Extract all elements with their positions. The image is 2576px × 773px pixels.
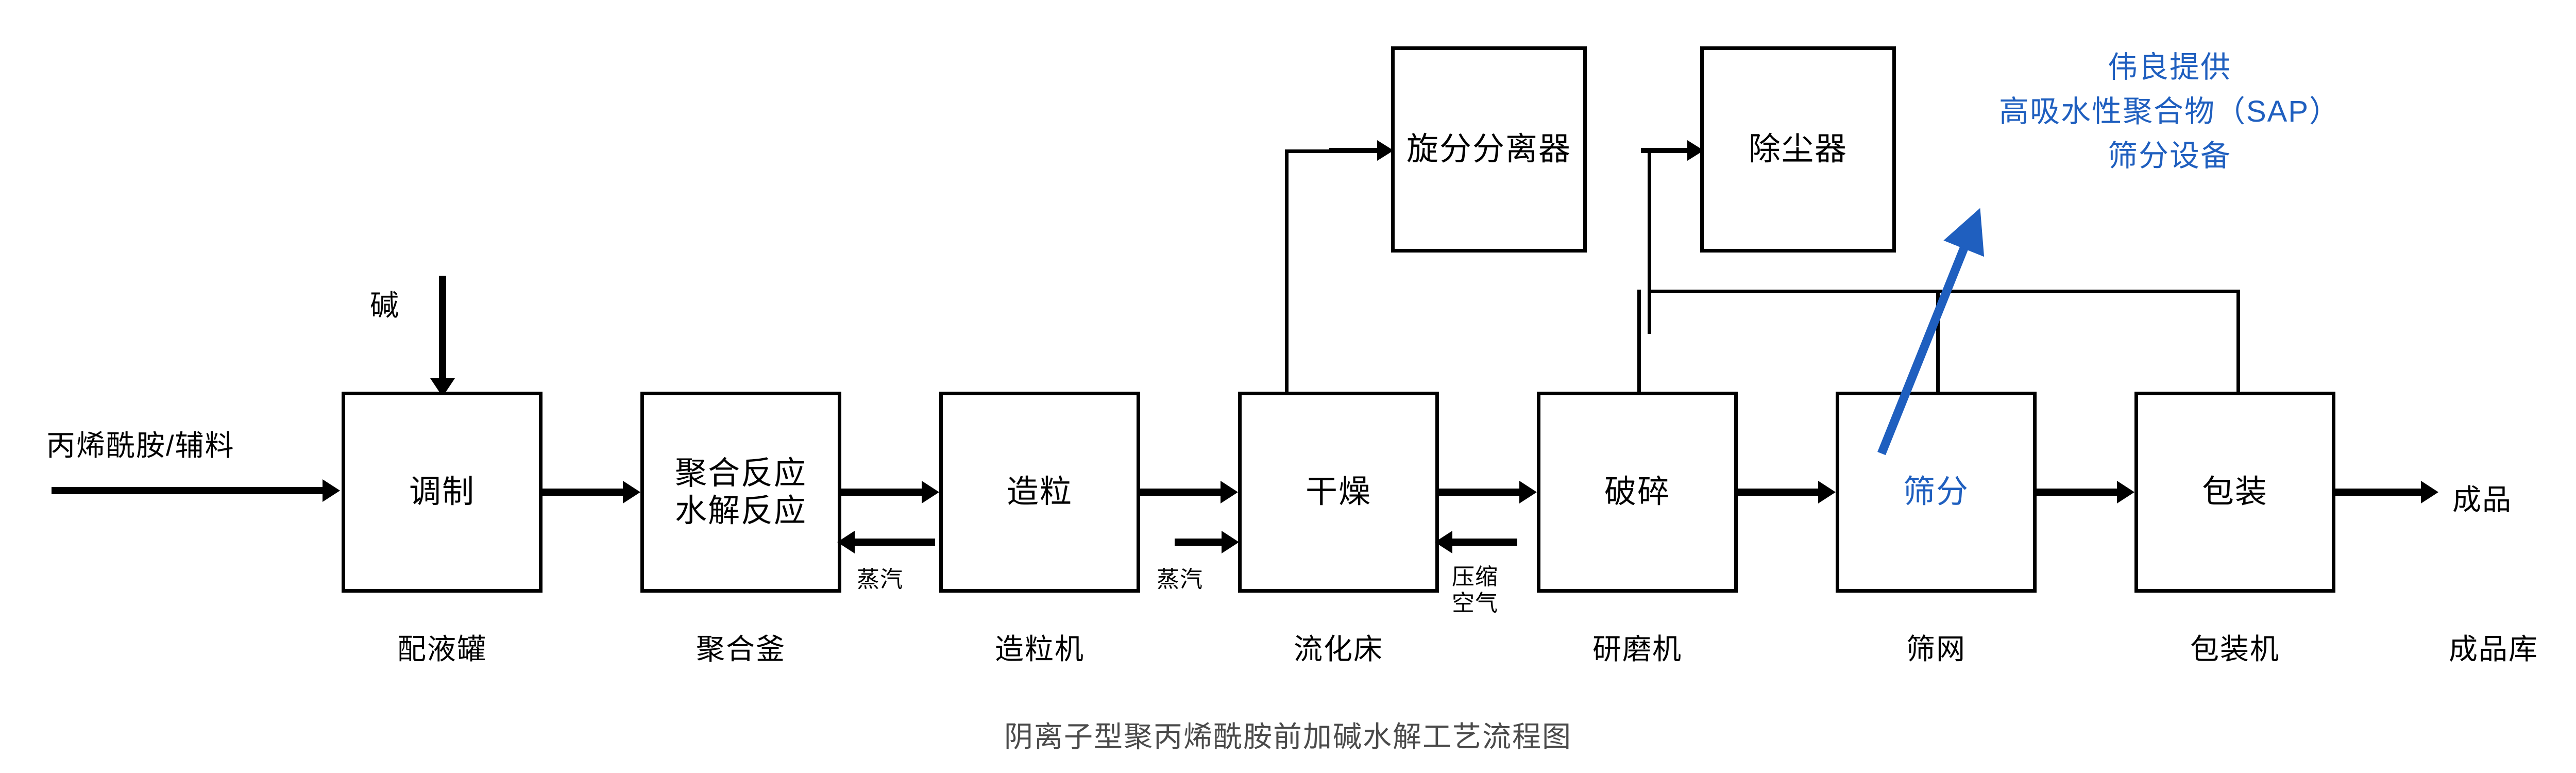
- aux-box-cyclone-separator[interactable]: 旋分分离器: [1391, 46, 1587, 253]
- arrow-head: [1221, 481, 1238, 503]
- arrow-shaft: [439, 276, 446, 379]
- equipment-label-zaoliji: 造粒机: [995, 633, 1084, 665]
- arrow-shaft: [2037, 489, 2118, 496]
- flow-arrow-2to3: [841, 481, 939, 503]
- alkali-arrow: [430, 276, 455, 397]
- arrow-head: [1687, 140, 1704, 161]
- compressed-air-label: 压缩 空气: [1452, 564, 1498, 616]
- arrow-shaft: [2335, 489, 2422, 496]
- pipe-drop-to-screen: [1936, 290, 1940, 393]
- arrow-head: [1377, 140, 1394, 161]
- arrow-shaft: [52, 487, 324, 494]
- flow-arrow-5to6: [1738, 481, 1836, 503]
- pipe-drop-to-packer: [2236, 290, 2240, 393]
- alkali-label: 碱: [370, 289, 400, 322]
- steam-label-dryer: 蒸汽: [1157, 567, 1203, 592]
- aux-box-label: 旋分分离器: [1406, 131, 1571, 167]
- equipment-label-shaiwang: 筛网: [1906, 633, 1966, 665]
- process-box-baozhuang[interactable]: 包装: [2134, 392, 2335, 593]
- flow-arrow-3to4: [1140, 481, 1238, 503]
- diagram-caption: 阴离子型聚丙烯酰胺前加碱水解工艺流程图: [1004, 720, 1572, 753]
- flow-arrow-4to5: [1439, 481, 1537, 503]
- arrow-head: [323, 479, 340, 502]
- annotation-line-2: 高吸水性聚合物（SAP）: [1999, 94, 2341, 128]
- steam-arrow-dryer: [1175, 531, 1239, 553]
- arrow-head: [2421, 481, 2438, 503]
- arrow-shaft: [543, 489, 624, 496]
- warehouse-label: 成品库: [2449, 633, 2538, 665]
- arrow-shaft: [854, 539, 935, 546]
- equipment-label-yanmoji: 研磨机: [1592, 633, 1682, 665]
- arrow-shaft: [1329, 148, 1378, 153]
- steam-label-reactor: 蒸汽: [857, 567, 903, 592]
- arrow-shaft: [1439, 489, 1520, 496]
- pipe-dryer-to-cyclone-run: [1285, 149, 1347, 153]
- annotation-line-1: 伟良提供: [2108, 51, 2232, 84]
- process-box-label: 破碎: [1604, 474, 1670, 510]
- flow-arrow-6to7: [2037, 481, 2134, 503]
- pipe-dryer-to-cyclone-riser: [1285, 149, 1289, 394]
- process-box-label: 干燥: [1305, 474, 1371, 510]
- arrow-head: [922, 481, 939, 503]
- equipment-label-peiyeguan: 配液罐: [397, 633, 487, 665]
- equipment-label-baozhuangji: 包装机: [2190, 633, 2280, 665]
- process-box-shaifen[interactable]: 筛分: [1836, 392, 2037, 593]
- pipe-manifold-riser-to-dustcollector: [1648, 149, 1651, 334]
- pipe-arrow-into-cyclone: [1329, 140, 1394, 161]
- equipment-label-liuhuachuang: 流化床: [1294, 633, 1383, 665]
- arrow-shaft: [1175, 539, 1223, 546]
- arrow-shaft: [1451, 539, 1517, 546]
- annotation-text: 伟良提供 高吸水性聚合物（SAP） 筛分设备: [1999, 45, 2340, 178]
- annotation-line-3: 筛分设备: [2108, 139, 2232, 173]
- feed-label: 丙烯酰胺/辅料: [46, 429, 235, 462]
- arrow-head: [1818, 481, 1836, 503]
- compressed-air-arrow: [1435, 531, 1517, 553]
- process-box-ganzao[interactable]: 干燥: [1238, 392, 1439, 593]
- pipe-arrow-into-dust-collector: [1641, 140, 1704, 161]
- process-box-label: 包装: [2201, 474, 2268, 510]
- process-box-label: 造粒: [1006, 474, 1073, 510]
- feed-arrow: [52, 479, 340, 502]
- flow-arrow-product-out: [2335, 481, 2438, 503]
- process-box-label: 调制: [409, 474, 475, 510]
- process-box-label: 筛分: [1903, 474, 1969, 510]
- product-label: 成品: [2452, 483, 2512, 516]
- arrow-head: [1222, 531, 1239, 553]
- aux-box-label: 除尘器: [1748, 131, 1848, 167]
- process-box-tiaozhi[interactable]: 调制: [342, 392, 543, 593]
- arrow-head: [623, 481, 640, 503]
- arrow-head: [2117, 481, 2134, 503]
- arrow-head: [1519, 481, 1537, 503]
- pipe-manifold-header: [1648, 290, 2240, 293]
- steam-arrow-reactor: [837, 531, 935, 553]
- arrow-shaft: [1738, 489, 1819, 496]
- arrow-head: [837, 531, 855, 553]
- process-box-label-line1: 聚合反应: [674, 455, 807, 491]
- process-box-posui[interactable]: 破碎: [1537, 392, 1738, 593]
- arrow-shaft: [841, 489, 923, 496]
- pipe-drop-to-crusher: [1637, 290, 1641, 393]
- flow-arrow-1to2: [543, 481, 640, 503]
- process-box-zaoli[interactable]: 造粒: [939, 392, 1140, 593]
- process-box-label-line2: 水解反应: [674, 493, 807, 529]
- compressed-air-label-line2: 空气: [1452, 590, 1498, 616]
- compressed-air-label-line1: 压缩: [1452, 564, 1498, 590]
- process-box-juhe[interactable]: 聚合反应 水解反应: [640, 392, 841, 593]
- arrow-shaft: [1641, 148, 1688, 153]
- arrow-shaft: [1140, 489, 1222, 496]
- aux-box-dust-collector[interactable]: 除尘器: [1700, 46, 1896, 253]
- equipment-label-juhefu: 聚合釜: [696, 633, 786, 665]
- arrow-head: [1435, 531, 1452, 553]
